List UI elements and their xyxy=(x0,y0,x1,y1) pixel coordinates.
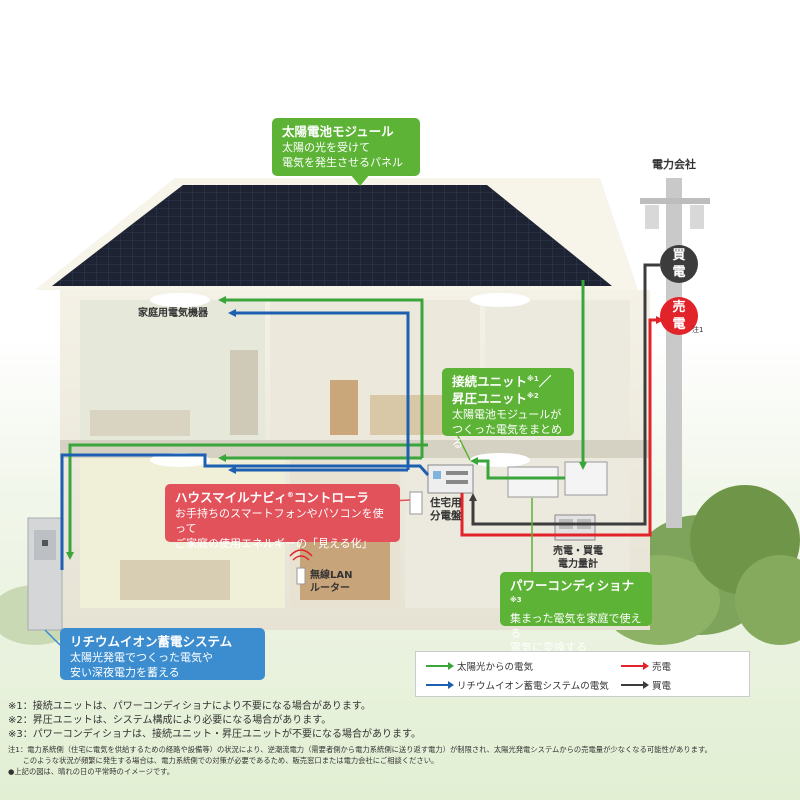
power-conditioner-sup: ※3 xyxy=(510,595,522,604)
legend-item-buy: 買電 xyxy=(621,678,671,692)
footnotes: ※1：接続ユニットは、パワーコンディショナにより不要になる場合があります。 ※2… xyxy=(8,700,788,777)
battery-callout: リチウムイオン蓄電システム 太陽光発電でつくった電気や 安い深夜電力を蓄える xyxy=(60,628,265,680)
meter-label-1: 売電・買電 xyxy=(553,546,603,557)
power-conditioner-box xyxy=(507,466,559,498)
sell-badge: 売 電 xyxy=(660,297,698,335)
battery-flow-line xyxy=(60,453,430,570)
sell-note-mark: 注1 xyxy=(692,326,704,334)
small-note-3: ●上記の図は、晴れの日の平常時のイメージです。 xyxy=(8,767,175,776)
footnote-3: ※3：パワーコンディショナは、接続ユニット・昇圧ユニットが不要になる場合がありま… xyxy=(8,729,422,740)
appliances-label: 家庭用電気機器 xyxy=(138,308,208,319)
legend-item-solar: 太陽光からの電気 xyxy=(426,659,533,673)
connection-unit-callout: 接続ユニット※1／ 昇圧ユニット※2 太陽電池モジュールが つくった電気をまとめ… xyxy=(442,368,574,450)
distribution-board-label-2: 分電盤 xyxy=(430,510,462,523)
legend-item-battery: リチウムイオン蓄電システムの電気 xyxy=(426,678,609,692)
battery-title: リチウムイオン蓄電システム xyxy=(70,634,233,649)
booster-unit-title: 昇圧ユニット※2 xyxy=(452,391,564,408)
navi-desc-2: ご家庭の使用エネルギーの「見える化」 xyxy=(175,536,373,550)
router-label: 無線LAN ルーター xyxy=(310,570,352,595)
distribution-board-label: 住宅用 分電盤 xyxy=(430,497,462,523)
router-label-2: ルーター xyxy=(310,582,350,594)
legend: 太陽光からの電気 リチウムイオン蓄電システムの電気 売電 買電 xyxy=(415,651,750,697)
solar-module-title: 太陽電池モジュール xyxy=(282,124,394,139)
legend-label-sell: 売電 xyxy=(652,662,672,673)
battery-desc-2: 安い深夜電力を蓄える xyxy=(70,665,180,679)
connection-unit-sup-1: ※1 xyxy=(527,374,539,383)
legend-item-sell: 売電 xyxy=(621,659,671,673)
legend-swatch-battery xyxy=(426,681,454,689)
meter-label: 売電・買電 電力量計 xyxy=(553,546,603,571)
navi-desc-1: お手持ちのスマートフォンやパソコンを使って xyxy=(175,506,384,535)
callout-pointer xyxy=(350,174,370,186)
solar-module-callout: 太陽電池モジュール 太陽の光を受けて 電気を発生させるパネル xyxy=(272,118,420,176)
solar-module-desc-1: 太陽の光を受けて xyxy=(282,140,370,154)
router-label-1: 無線LAN xyxy=(310,570,353,581)
footnote-2: ※2：昇圧ユニットは、システム構成により必要になる場合があります。 xyxy=(8,715,332,726)
booster-unit-title-2: 昇圧ユニット xyxy=(452,390,528,406)
callout-pointer xyxy=(44,629,61,646)
legend-label-battery: リチウムイオン蓄電システムの電気 xyxy=(457,681,609,692)
legend-swatch-sell xyxy=(621,662,649,670)
meter-label-2: 電力量計 xyxy=(558,558,598,570)
battery-unit xyxy=(27,517,63,631)
solar-flow-line xyxy=(470,457,565,480)
navi-title-main: ハウスマイルナビィ xyxy=(175,490,287,505)
small-note-1: 注1：電力系統側（住宅に電気を供給するための経路や設備等）の状況により、逆潮流電… xyxy=(8,745,712,754)
navi-title-tail: コントローラ xyxy=(293,490,369,505)
navi-title: ハウスマイルナビィ®コントローラ xyxy=(175,490,390,507)
solar-flow-line xyxy=(66,443,428,560)
navi-callout: ハウスマイルナビィ®コントローラ お手持ちのスマートフォンやパソコンを使って ご… xyxy=(165,484,400,550)
battery-flow-line xyxy=(228,309,410,470)
navi-controller xyxy=(409,491,423,515)
distribution-board-label-1: 住宅用 xyxy=(430,497,462,509)
legend-label-solar: 太陽光からの電気 xyxy=(457,662,534,673)
power-conditioner-desc-1: 集まった電気を家庭で使える xyxy=(510,611,642,640)
battery-desc-1: 太陽光発電でつくった電気や xyxy=(70,650,213,664)
power-conditioner-title: パワーコンディショナ ※3 xyxy=(510,578,642,612)
connection-unit-desc-2: つくった電気をまとめる xyxy=(452,422,562,451)
solar-module-desc-2: 電気を発生させるパネル xyxy=(282,155,403,169)
wifi-router xyxy=(289,549,313,585)
power-conditioner-callout: パワーコンディショナ※3 集まった電気を家庭で使える 電気に変換する xyxy=(500,572,652,654)
small-note-2: このような状況が頻繁に発生する場合は、電力系統側での対策が必要であるため、販売窓… xyxy=(8,756,439,765)
buy-flow-line xyxy=(469,263,660,526)
connection-unit-title: 接続ユニット※1／ xyxy=(452,374,564,391)
power-conditioner-title-main: パワーコンディショナ xyxy=(510,578,635,593)
connection-unit-title-1: 接続ユニット xyxy=(452,374,528,389)
connection-unit-desc-1: 太陽電池モジュールが xyxy=(452,407,562,421)
solar-flow-line xyxy=(218,296,424,458)
legend-swatch-buy xyxy=(621,681,649,689)
legend-label-buy: 買電 xyxy=(652,681,672,692)
connection-unit-box xyxy=(564,461,608,496)
legend-swatch-solar xyxy=(426,662,454,670)
sell-flow-line xyxy=(460,316,664,537)
power-company-label: 電力会社 xyxy=(652,158,696,171)
navi-reg-mark: ® xyxy=(286,490,294,499)
booster-unit-sup-2: ※2 xyxy=(527,391,539,400)
connection-unit-sep: ／ xyxy=(538,374,552,389)
footnote-1: ※1：接続ユニットは、パワーコンディショナにより不要になる場合があります。 xyxy=(8,701,371,712)
distribution-board xyxy=(427,464,474,494)
buy-badge: 買 電 xyxy=(660,245,698,283)
